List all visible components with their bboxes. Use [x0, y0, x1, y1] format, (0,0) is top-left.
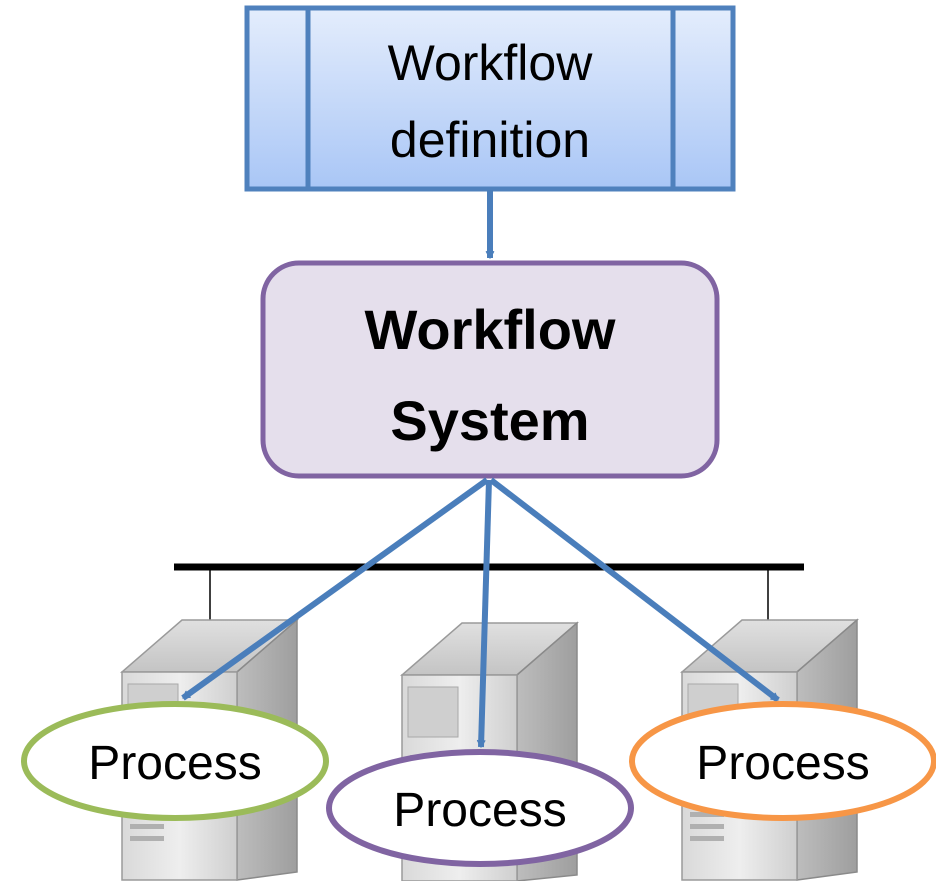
process-node-3: Process [629, 701, 936, 821]
process-node-2: Process [326, 749, 634, 867]
arrow-system-to-process-3 [489, 477, 780, 703]
system-line1: Workflow [365, 298, 616, 361]
definition-line2: definition [390, 112, 590, 168]
arrow-system-to-process-1 [181, 477, 489, 701]
workflow-system-box: Workflow System [260, 260, 720, 479]
system-line2: System [390, 389, 589, 452]
process-node-1: Process [21, 701, 329, 821]
workflow-definition-box: Workflow definition [244, 5, 736, 192]
process-label: Process [696, 737, 869, 790]
process-label: Process [88, 737, 261, 790]
arrow-system-to-process-2 [476, 479, 492, 748]
definition-line1: Workflow [388, 35, 594, 91]
process-label: Process [393, 784, 566, 837]
